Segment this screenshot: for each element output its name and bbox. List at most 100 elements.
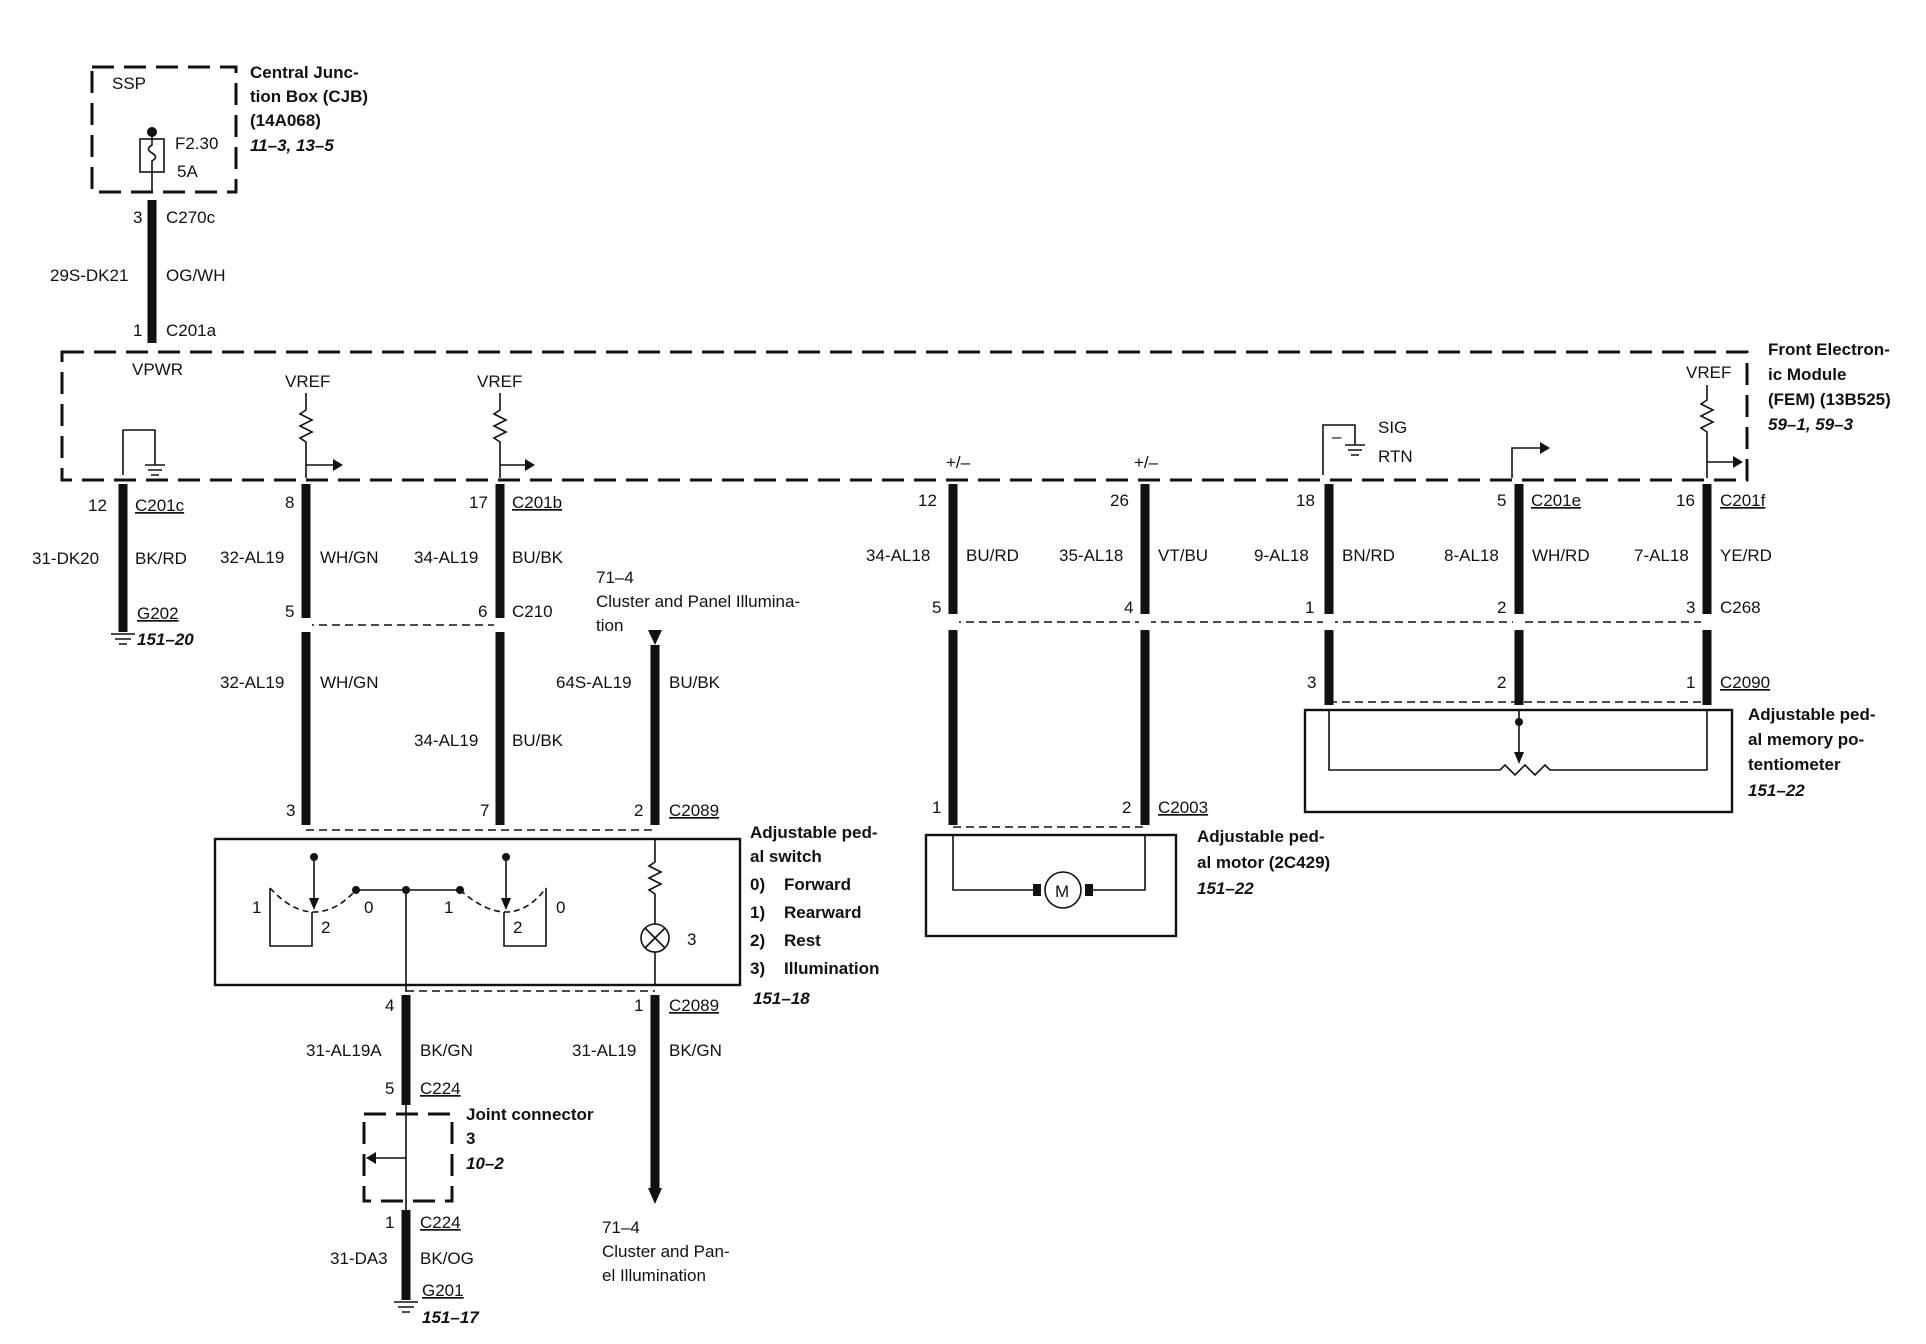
c268-pin-1: 4 <box>1124 598 1133 617</box>
fem-title-line1: Front Electron- <box>1768 340 1890 359</box>
c2089-top-pin-0: 3 <box>286 801 295 820</box>
illum-in-ref: 71–4 <box>596 568 634 587</box>
ground-g201-icon <box>394 1301 418 1313</box>
fem-circuit-3: 34-AL18 <box>866 546 930 565</box>
sig-label: SIG <box>1378 418 1407 437</box>
switch-contact-line <box>269 888 313 947</box>
fem-circuit-5: 9-AL18 <box>1254 546 1309 565</box>
internal-ground-icon <box>145 464 165 476</box>
fem-conn-6: C201e <box>1531 491 1581 510</box>
switch-contact-5: 0 <box>556 898 565 917</box>
fem-pin-3: 12 <box>918 491 937 510</box>
g201-color: BK/OG <box>420 1249 474 1268</box>
vref-resistor-3-icon <box>1699 385 1715 478</box>
g201-circuit: 31-DA3 <box>330 1249 388 1268</box>
fem-color-4: VT/BU <box>1158 546 1208 565</box>
feed-color: OG/WH <box>166 266 226 285</box>
fuse-element-icon <box>147 132 157 192</box>
fem-ground-wire-group: 12 C201c 31-DK20 BK/RD G202 151–20 <box>32 484 194 649</box>
c2090-label: C2090 <box>1720 673 1770 692</box>
c2089-top-pin-1: 7 <box>480 801 489 820</box>
vref-resistor-1-icon <box>298 393 314 478</box>
cjb-title-line2: tion Box (CJB) <box>250 87 368 106</box>
fuse-id: F2.30 <box>175 134 218 153</box>
c2089-bottom-pin-a: 4 <box>385 996 394 1015</box>
ground-right-color: BK/GN <box>669 1041 722 1060</box>
mode-2-num: 2) <box>750 931 765 950</box>
c2089-bottom-pin-b: 1 <box>634 996 643 1015</box>
fem-pin-1: 8 <box>285 493 294 512</box>
switch-contact-3: 1 <box>444 898 453 917</box>
fem-pin-5: 18 <box>1296 491 1315 510</box>
motor-pm-label-1: +/– <box>946 453 971 472</box>
arrow-icon <box>1733 456 1743 468</box>
motor-symbol: M <box>1055 882 1069 901</box>
switch-contact-6: 3 <box>687 930 696 949</box>
switch-feed-wires: 8 17 C201b 32-AL19 WH/GN 34-AL19 BU/BK 5… <box>220 484 564 825</box>
switch-contact-0: 1 <box>252 898 261 917</box>
potentiometer-wires: 18 5 C201e 16 C201f 9-AL18 BN/RD 8-AL18 … <box>1254 484 1772 705</box>
joint-page-ref: 10–2 <box>466 1154 504 1173</box>
g202-page-ref: 151–20 <box>137 630 194 649</box>
c210-pin-a: 5 <box>285 602 294 621</box>
ground-left-conn: C224 <box>420 1079 461 1098</box>
c210-label: C210 <box>512 602 553 621</box>
joint-connector: Joint connector 3 10–2 1 C224 31-DA3 BK/… <box>330 1105 594 1327</box>
switch-arc-left <box>269 887 357 913</box>
rtn-label: RTN <box>1378 447 1413 466</box>
c268-break <box>1139 614 1151 630</box>
c2089-top-label: C2089 <box>669 801 719 820</box>
joint-title-line1: Joint connector <box>466 1105 594 1124</box>
fem-circuit-6: 8-AL18 <box>1444 546 1499 565</box>
pedal-switch-page-ref: 151–18 <box>753 989 810 1008</box>
feed-connector-top: C270c <box>166 208 216 227</box>
ground-left-circuit: 31-AL19A <box>306 1041 382 1060</box>
c2089-top-connector: 3 7 2 C2089 <box>286 801 719 831</box>
joint-pin: 1 <box>385 1213 394 1232</box>
illum-out-line1: Cluster and Pan- <box>602 1242 730 1261</box>
illum-in-circuit: 64S-AL19 <box>556 673 632 692</box>
vref-resistor-2-icon <box>492 393 508 478</box>
c210-break-b <box>494 618 506 632</box>
ground-right-circuit: 31-AL19 <box>572 1041 636 1060</box>
fem-conn-2: C201b <box>512 493 562 512</box>
c268-pin-3: 2 <box>1497 598 1506 617</box>
fem-pin-2: 17 <box>469 493 488 512</box>
motor-box <box>924 833 1178 938</box>
pot-page-ref: 151–22 <box>1748 781 1805 800</box>
fem-pin-4: 26 <box>1110 491 1129 510</box>
mode-0-num: 0) <box>750 875 765 894</box>
arrow-icon <box>366 1152 376 1164</box>
c2003-pin-a: 1 <box>932 798 941 817</box>
switch-arc-right <box>459 887 547 913</box>
fem-color-7: YE/RD <box>1720 546 1772 565</box>
illum-in-line1: Cluster and Panel Illumina- <box>596 592 800 611</box>
fem-circuit-2: 34-AL19 <box>414 548 478 567</box>
pot-wiper-dot <box>1515 718 1523 726</box>
fem-title-line3: (FEM) (13B525) <box>1768 390 1891 409</box>
fem-color-0: BK/RD <box>135 549 187 568</box>
illum-out-ref: 71–4 <box>602 1218 640 1237</box>
illumination-input-group: 71–4 Cluster and Panel Illumina- tion 64… <box>556 568 800 825</box>
c210-pin-b: 6 <box>478 602 487 621</box>
fem-circuit-1: 32-AL19 <box>220 548 284 567</box>
lamp-filament-icon <box>644 927 666 949</box>
fem-internal-ground-wire <box>122 429 156 475</box>
arrow-icon <box>1514 752 1524 764</box>
ground-left-pin: 5 <box>385 1079 394 1098</box>
c2089-top-pin-2: 2 <box>634 801 643 820</box>
motor-pm-label-2: +/– <box>1134 453 1159 472</box>
switch-ground-wires: 4 1 C2089 31-AL19A BK/GN 5 C224 31-AL19 … <box>306 990 730 1285</box>
c2003-label: C2003 <box>1158 798 1208 817</box>
pot-resistor-icon <box>1328 710 1708 777</box>
pot-title-line3: tentiometer <box>1748 755 1841 774</box>
motor-wires: 12 26 34-AL18 BU/RD 35-AL18 VT/BU <box>866 484 1208 825</box>
c210-break-a <box>300 618 312 632</box>
c268-break <box>1513 614 1525 630</box>
illum-in-color: BU/BK <box>669 673 721 692</box>
front-electronic-module: Front Electron- ic Module (FEM) (13B525)… <box>60 340 1891 482</box>
motor-wiring <box>952 835 1146 891</box>
vref-label-1: VREF <box>285 372 330 391</box>
lower-circuit-mid: 34-AL19 <box>414 731 478 750</box>
